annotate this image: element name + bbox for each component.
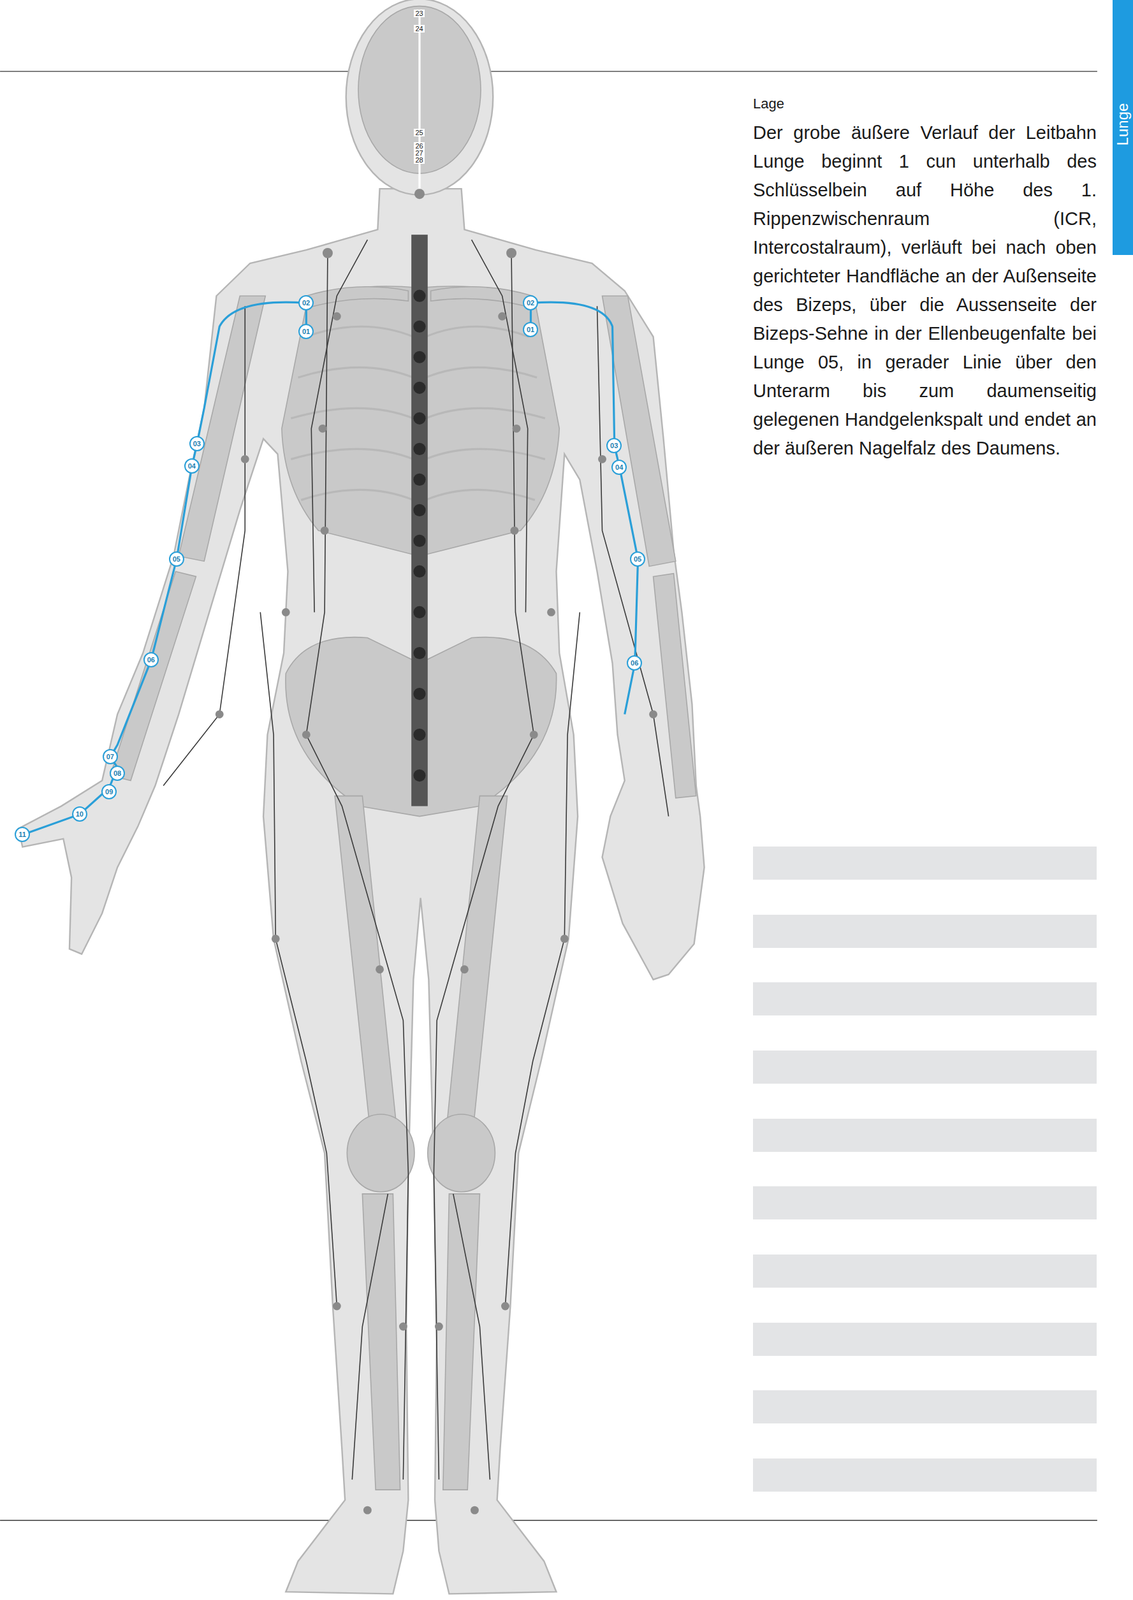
lung-point-number: 01: [298, 323, 314, 340]
lung-point-number: 02: [522, 295, 539, 311]
note-line: [752, 982, 1097, 1016]
midline-point-number: 24: [413, 24, 424, 33]
midline-point-number: 28: [413, 156, 424, 164]
lung-point-number: 07: [102, 749, 118, 765]
midline-point-number: 26: [413, 142, 424, 150]
skeleton: [110, 6, 697, 1491]
lung-point-number: 06: [143, 652, 159, 668]
meridian-lines: [163, 239, 669, 1480]
description-text: Der grobe äußere Verlauf der Leitbahn Lu…: [752, 118, 1097, 463]
body-outline: [18, 188, 705, 1594]
rule-line: [0, 1520, 1098, 1522]
midline-point-number: 27: [413, 149, 424, 157]
midline-point-number: 25: [413, 128, 424, 137]
note-line: [752, 1458, 1097, 1492]
section-heading: Lage: [752, 95, 785, 113]
lung-point-number: 09: [101, 784, 117, 800]
midline-point-number: 23: [413, 9, 424, 18]
note-line: [752, 914, 1097, 949]
acupoint-dots: [215, 188, 658, 1515]
lung-point-number: 03: [189, 436, 205, 452]
rule-line: [0, 70, 1098, 73]
lung-point-number: 05: [629, 551, 646, 567]
note-line: [752, 846, 1097, 880]
note-line: [752, 1186, 1097, 1220]
lung-meridian: [22, 302, 638, 835]
lung-point-number: 08: [109, 765, 125, 782]
rib-lines: [290, 326, 546, 500]
lung-point-number: 04: [611, 459, 627, 476]
lung-point-number: 02: [298, 295, 314, 311]
lung-point-number: 06: [626, 655, 643, 671]
section-tab-label: Lunge: [1113, 103, 1132, 147]
spine: [411, 234, 428, 806]
lung-point-number: 01: [522, 321, 539, 338]
lung-point-number: 10: [72, 806, 88, 822]
lung-point-number: 04: [184, 458, 200, 474]
lung-point-number: 05: [168, 551, 185, 567]
lung-point-number: 11: [14, 826, 30, 843]
note-line: [752, 1050, 1097, 1084]
spine-points: [413, 290, 426, 783]
note-line: [752, 1390, 1097, 1424]
note-line: [752, 1323, 1097, 1357]
note-line: [752, 1254, 1097, 1288]
note-line: [752, 1118, 1097, 1153]
head-outline: [346, 0, 494, 196]
